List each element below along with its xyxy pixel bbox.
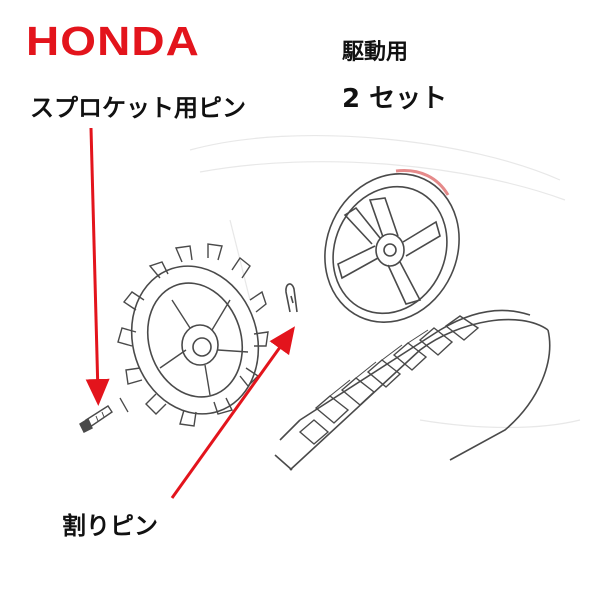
track-belt	[274, 309, 551, 471]
purpose-label: 駆動用	[342, 40, 409, 65]
idler-wheel	[324, 168, 460, 323]
cotter-pin-label: 割りピン	[62, 512, 158, 540]
honda-logo: HONDA	[26, 18, 200, 64]
sprocket-pin	[79, 405, 113, 433]
sprocket-pin-arrow	[85, 127, 110, 406]
set-count-label: 2 セット	[342, 84, 448, 114]
sprocket-pin-label: スプロケット用ピン	[30, 94, 246, 122]
ghost-background	[189, 134, 581, 429]
sprocket	[117, 243, 269, 427]
cotter-pin-arrow	[170, 326, 295, 499]
cotter-pin	[285, 283, 298, 313]
